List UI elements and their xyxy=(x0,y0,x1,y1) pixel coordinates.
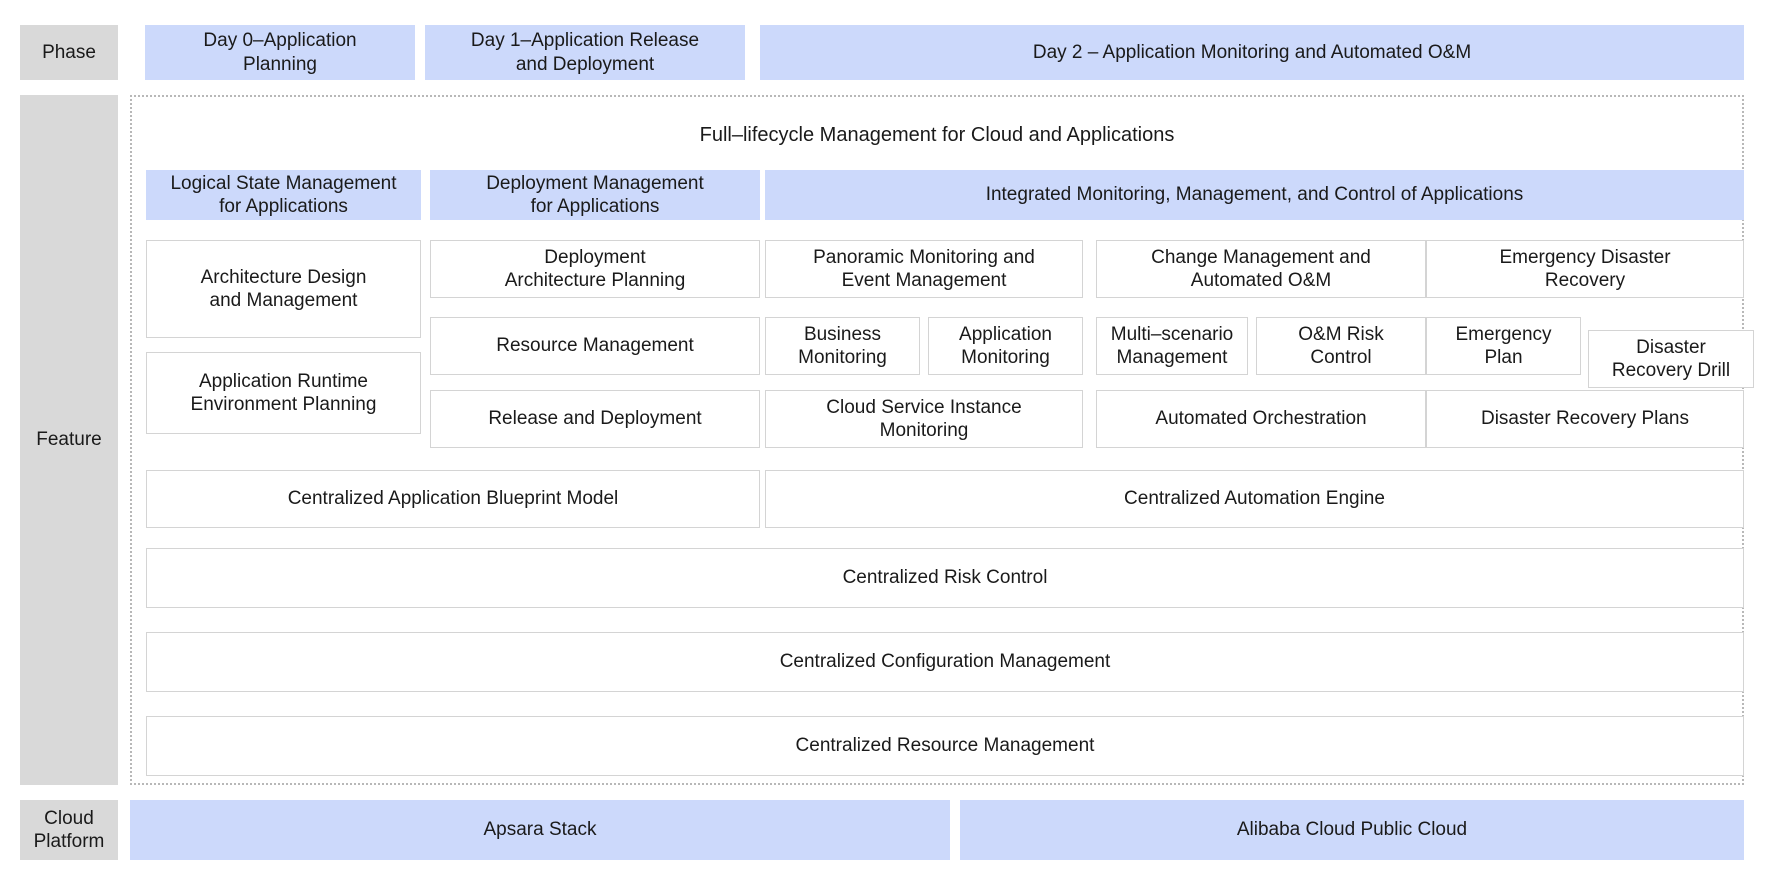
feature-card-emergency-plan-label: Emergency Plan xyxy=(1455,323,1552,368)
feature-bar-centralized-risk-control[interactable]: Centralized Risk Control xyxy=(146,548,1744,608)
cloud-platform-row-label: Cloud Platform xyxy=(20,800,118,860)
cloud-platform-item-alibaba-public-cloud-label: Alibaba Cloud Public Cloud xyxy=(1236,819,1468,841)
feature-card-application-runtime-environment-label: Application Runtime Environment Planning xyxy=(190,370,377,415)
phase-item-day2-label: Day 2 – Application Monitoring and Autom… xyxy=(1032,41,1472,63)
feature-bar-centralized-configuration-management-label: Centralized Configuration Management xyxy=(779,651,1111,673)
feature-group-header-deployment[interactable]: Deployment Management for Applications xyxy=(430,170,760,220)
feature-card-resource-management-label: Resource Management xyxy=(496,335,694,357)
feature-card-disaster-recovery-drill-label: Disaster Recovery Drill xyxy=(1611,336,1731,381)
feature-card-cloud-service-instance-monitoring-label: Cloud Service Instance Monitoring xyxy=(826,396,1022,441)
feature-card-change-management[interactable]: Change Management and Automated O&M xyxy=(1096,240,1426,298)
feature-bar-centralized-configuration-management[interactable]: Centralized Configuration Management xyxy=(146,632,1744,692)
feature-card-change-management-label: Change Management and Automated O&M xyxy=(1151,246,1371,291)
feature-card-panoramic-monitoring[interactable]: Panoramic Monitoring and Event Managemen… xyxy=(765,240,1083,298)
phase-row-label: Phase xyxy=(20,25,118,80)
phase-item-day0[interactable]: Day 0–Application Planning xyxy=(145,25,415,80)
feature-card-release-and-deployment[interactable]: Release and Deployment xyxy=(430,390,760,448)
feature-bar-centralized-application-blueprint-model[interactable]: Centralized Application Blueprint Model xyxy=(146,470,760,528)
feature-card-automated-orchestration[interactable]: Automated Orchestration xyxy=(1096,390,1426,448)
feature-card-architecture-design[interactable]: Architecture Design and Management xyxy=(146,240,421,338)
feature-bar-centralized-risk-control-label: Centralized Risk Control xyxy=(842,567,1048,589)
cloud-platform-item-apsara-stack[interactable]: Apsara Stack xyxy=(130,800,950,860)
feature-card-emergency-plan[interactable]: Emergency Plan xyxy=(1426,317,1581,375)
feature-card-architecture-design-label: Architecture Design and Management xyxy=(200,266,367,311)
cloud-platform-item-apsara-stack-label: Apsara Stack xyxy=(483,819,597,841)
feature-card-emergency-disaster-recovery-label: Emergency Disaster Recovery xyxy=(1499,246,1671,291)
phase-item-day1[interactable]: Day 1–Application Release and Deployment xyxy=(425,25,745,80)
feature-bar-centralized-automation-engine-label: Centralized Automation Engine xyxy=(1124,488,1385,510)
feature-card-panoramic-monitoring-label: Panoramic Monitoring and Event Managemen… xyxy=(813,246,1035,291)
feature-card-om-risk-control-label: O&M Risk Control xyxy=(1298,323,1384,368)
feature-card-automated-orchestration-label: Automated Orchestration xyxy=(1155,408,1367,430)
feature-row-label-text: Feature xyxy=(36,429,102,451)
feature-bar-centralized-resource-management-label: Centralized Resource Management xyxy=(795,735,1095,757)
feature-card-cloud-service-instance-monitoring[interactable]: Cloud Service Instance Monitoring xyxy=(765,390,1083,448)
feature-group-header-integrated-monitoring[interactable]: Integrated Monitoring, Management, and C… xyxy=(765,170,1744,220)
feature-card-application-runtime-environment[interactable]: Application Runtime Environment Planning xyxy=(146,352,421,434)
feature-card-resource-management[interactable]: Resource Management xyxy=(430,317,760,375)
feature-card-application-monitoring-label: Application Monitoring xyxy=(959,323,1052,368)
feature-card-business-monitoring-label: Business Monitoring xyxy=(798,323,887,368)
feature-card-deployment-architecture-planning-label: Deployment Architecture Planning xyxy=(504,246,686,291)
feature-group-header-logical-state[interactable]: Logical State Management for Application… xyxy=(146,170,421,220)
feature-card-emergency-disaster-recovery[interactable]: Emergency Disaster Recovery xyxy=(1426,240,1744,298)
cloud-platform-item-alibaba-public-cloud[interactable]: Alibaba Cloud Public Cloud xyxy=(960,800,1744,860)
feature-region-title: Full–lifecycle Management for Cloud and … xyxy=(130,113,1744,157)
feature-card-release-and-deployment-label: Release and Deployment xyxy=(488,408,702,430)
feature-card-application-monitoring[interactable]: Application Monitoring xyxy=(928,317,1083,375)
feature-card-om-risk-control[interactable]: O&M Risk Control xyxy=(1256,317,1426,375)
feature-group-header-deployment-label: Deployment Management for Applications xyxy=(486,172,704,217)
feature-card-deployment-architecture-planning[interactable]: Deployment Architecture Planning xyxy=(430,240,760,298)
phase-item-day0-label: Day 0–Application Planning xyxy=(203,30,357,75)
feature-card-multi-scenario-management[interactable]: Multi–scenario Management xyxy=(1096,317,1248,375)
phase-row-label-text: Phase xyxy=(42,41,96,63)
feature-bar-centralized-application-blueprint-model-label: Centralized Application Blueprint Model xyxy=(287,488,619,510)
feature-bar-centralized-automation-engine[interactable]: Centralized Automation Engine xyxy=(765,470,1744,528)
feature-row-label: Feature xyxy=(20,95,118,785)
cloud-platform-row-label-text: Cloud Platform xyxy=(33,807,105,852)
phase-item-day2[interactable]: Day 2 – Application Monitoring and Autom… xyxy=(760,25,1744,80)
feature-card-disaster-recovery-plans[interactable]: Disaster Recovery Plans xyxy=(1426,390,1744,448)
feature-card-multi-scenario-management-label: Multi–scenario Management xyxy=(1110,323,1234,368)
feature-card-disaster-recovery-drill[interactable]: Disaster Recovery Drill xyxy=(1588,330,1754,388)
feature-card-disaster-recovery-plans-label: Disaster Recovery Plans xyxy=(1480,408,1690,430)
feature-region-title-text: Full–lifecycle Management for Cloud and … xyxy=(699,123,1175,146)
feature-card-business-monitoring[interactable]: Business Monitoring xyxy=(765,317,920,375)
feature-bar-centralized-resource-management[interactable]: Centralized Resource Management xyxy=(146,716,1744,776)
feature-group-header-integrated-monitoring-label: Integrated Monitoring, Management, and C… xyxy=(985,184,1524,206)
phase-item-day1-label: Day 1–Application Release and Deployment xyxy=(470,30,700,75)
feature-group-header-logical-state-label: Logical State Management for Application… xyxy=(170,172,397,217)
